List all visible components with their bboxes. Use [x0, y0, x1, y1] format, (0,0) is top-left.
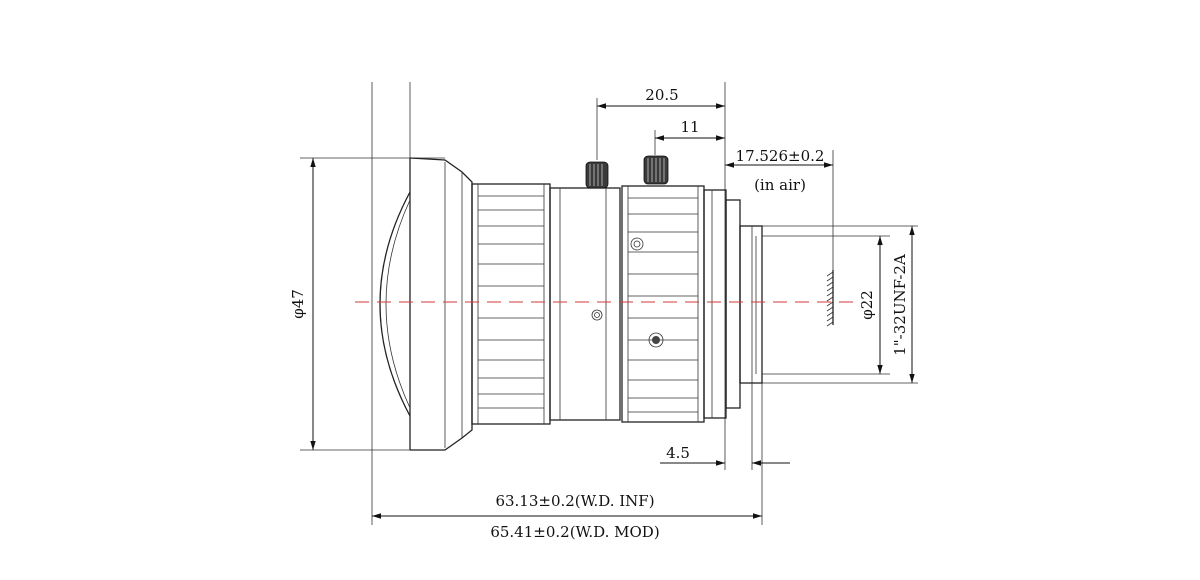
c-mount-thread — [739, 225, 763, 384]
front-lens-barrel — [379, 157, 473, 451]
focus-lock-knob — [585, 161, 609, 189]
dimension-lines — [310, 103, 915, 519]
focus-ring — [471, 183, 551, 425]
dim-total-length-mod: 65.41±0.2(W.D. MOD) — [490, 523, 659, 541]
dim-knob-distance-focus: 20.5 — [645, 86, 678, 104]
iris-ring — [621, 185, 705, 423]
image-plane — [826, 270, 834, 327]
extension-lines — [300, 82, 918, 525]
dim-flange-back: 17.526±0.2 — [736, 147, 825, 165]
dim-knob-distance-iris: 11 — [680, 118, 699, 136]
dim-mount-thread: 1"-32UNF-2A — [891, 254, 909, 356]
iris-lock-knob — [643, 155, 669, 185]
middle-barrel — [549, 187, 621, 421]
rear-barrel — [703, 189, 741, 419]
dim-mount-length: 4.5 — [666, 444, 690, 462]
dim-total-length-inf: 63.13±0.2(W.D. INF) — [495, 492, 654, 510]
dim-mount-diameter: φ22 — [858, 290, 876, 320]
dim-flange-back-note: (in air) — [754, 176, 806, 194]
dim-front-diameter: φ47 — [289, 289, 307, 319]
